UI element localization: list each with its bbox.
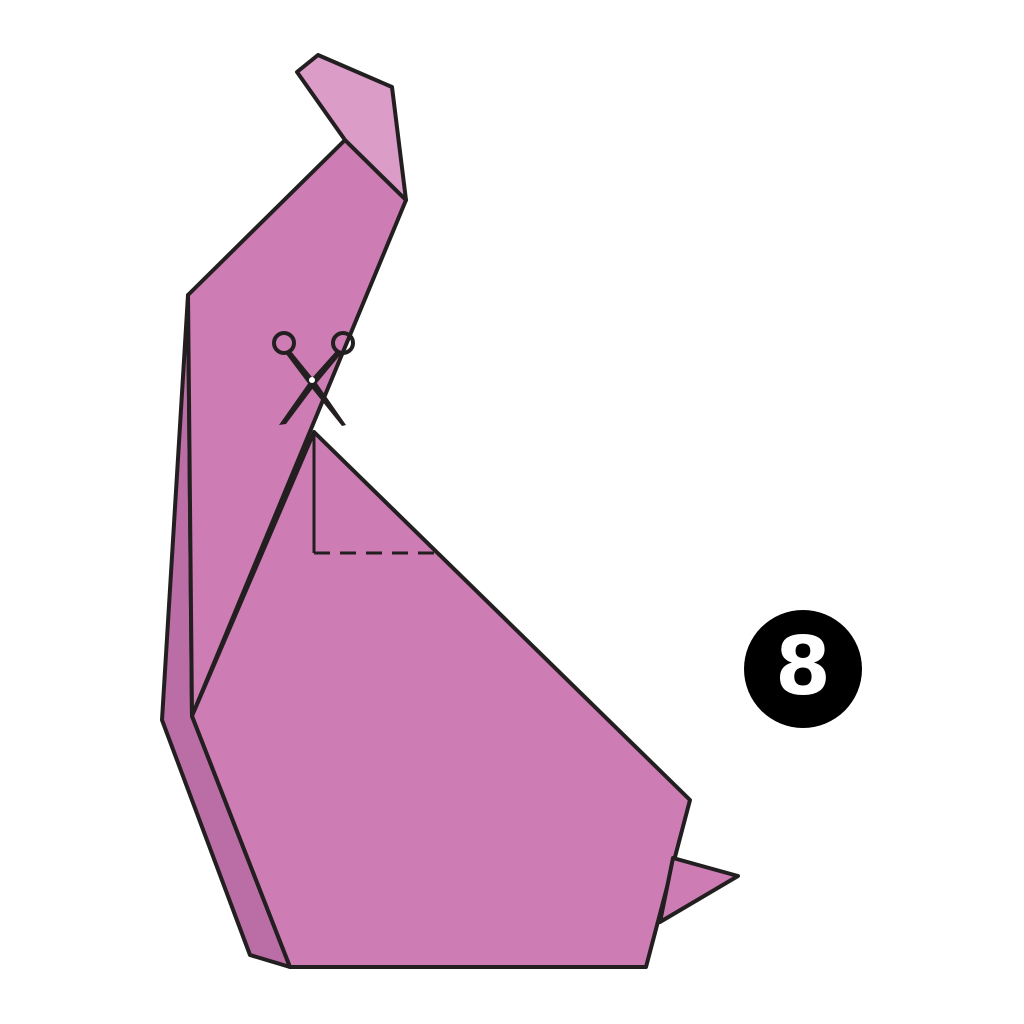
step-number: 8 (775, 620, 831, 713)
scissors-icon (272, 331, 355, 426)
step-number-badge: 8 (744, 610, 862, 728)
head-flap (295, 53, 408, 202)
tail (658, 856, 740, 924)
